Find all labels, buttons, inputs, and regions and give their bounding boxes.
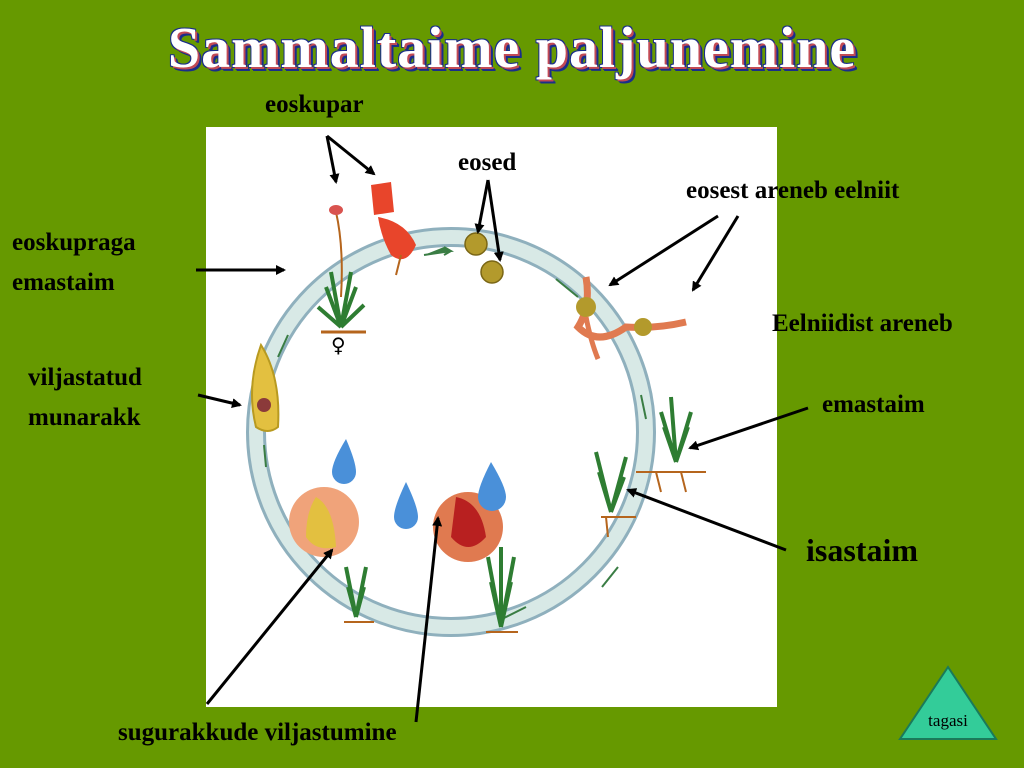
ring-arrow-1	[423, 246, 455, 256]
sporophyte-stalk	[335, 211, 343, 298]
sporophyte-capsule	[329, 205, 343, 215]
ring-arrow-6	[263, 444, 267, 468]
label-eoskupraga-line1: eoskupraga	[12, 229, 136, 256]
protonema-spore-1	[576, 297, 596, 317]
cycle-ring-inner	[249, 230, 653, 634]
slide-title: Sammaltaime paljunemine	[167, 15, 857, 80]
right-plants	[594, 396, 693, 513]
capsule-enlarged	[371, 182, 416, 276]
male-plant-right	[594, 451, 628, 513]
capsule-body	[378, 217, 416, 260]
label-eosed: eosed	[458, 149, 517, 176]
bottom-plant-1	[344, 566, 368, 618]
water-drop-2	[478, 462, 506, 511]
zygote-archegonium	[251, 342, 280, 432]
label-eoskupraga-line2: emastaim	[12, 269, 115, 296]
label-viljastatud-line1: viljastatud	[28, 364, 142, 391]
female-plant-right	[659, 396, 693, 463]
antheridium	[451, 497, 486, 547]
archegonium	[306, 497, 336, 549]
ring-arrow-5	[501, 606, 527, 620]
protonema	[573, 276, 687, 360]
life-cycle-illustration: ♀	[246, 182, 706, 637]
zygote	[257, 398, 271, 412]
label-viljastatud-line2: munarakk	[28, 404, 141, 431]
archegonium-section	[289, 439, 359, 557]
antheridium-section	[394, 462, 506, 562]
ring-arrow-7	[277, 334, 289, 358]
capsule-stalk	[395, 254, 402, 276]
female-symbol: ♀	[331, 333, 346, 357]
bottom-roots	[344, 621, 518, 633]
ring-arrow-2	[555, 278, 579, 298]
ring-arrow-3	[640, 394, 647, 420]
back-button-label: tagasi	[928, 711, 968, 730]
bottom-plant-2	[486, 547, 516, 628]
water-drop-3	[394, 482, 418, 529]
label-eelniidist: Eelniidist areneb	[772, 310, 953, 337]
label-eoskupar: eoskupar	[265, 91, 364, 118]
ring-arrows	[263, 246, 647, 620]
spore-2	[480, 260, 504, 284]
diagram-panel: ♀	[206, 127, 777, 707]
label-isastaim: isastaim	[806, 532, 918, 568]
label-emastaim: emastaim	[822, 391, 925, 418]
label-eosest-areneb: eosest areneb eelniit	[686, 177, 900, 204]
triangle-icon	[898, 665, 998, 740]
protonema-strand-2	[583, 316, 601, 360]
ring-arrow-4	[601, 566, 619, 588]
water-drop-1	[332, 439, 356, 484]
bottom-plants	[344, 547, 516, 628]
back-button[interactable]: tagasi	[898, 665, 998, 741]
sporophyte-leaves	[316, 271, 366, 329]
sporophyte-moss	[316, 205, 366, 334]
spore-1	[464, 232, 488, 256]
protonema-spore-2	[634, 318, 652, 336]
capsule-lid	[371, 182, 394, 215]
label-sugurakkude: sugurakkude viljastumine	[118, 719, 397, 746]
